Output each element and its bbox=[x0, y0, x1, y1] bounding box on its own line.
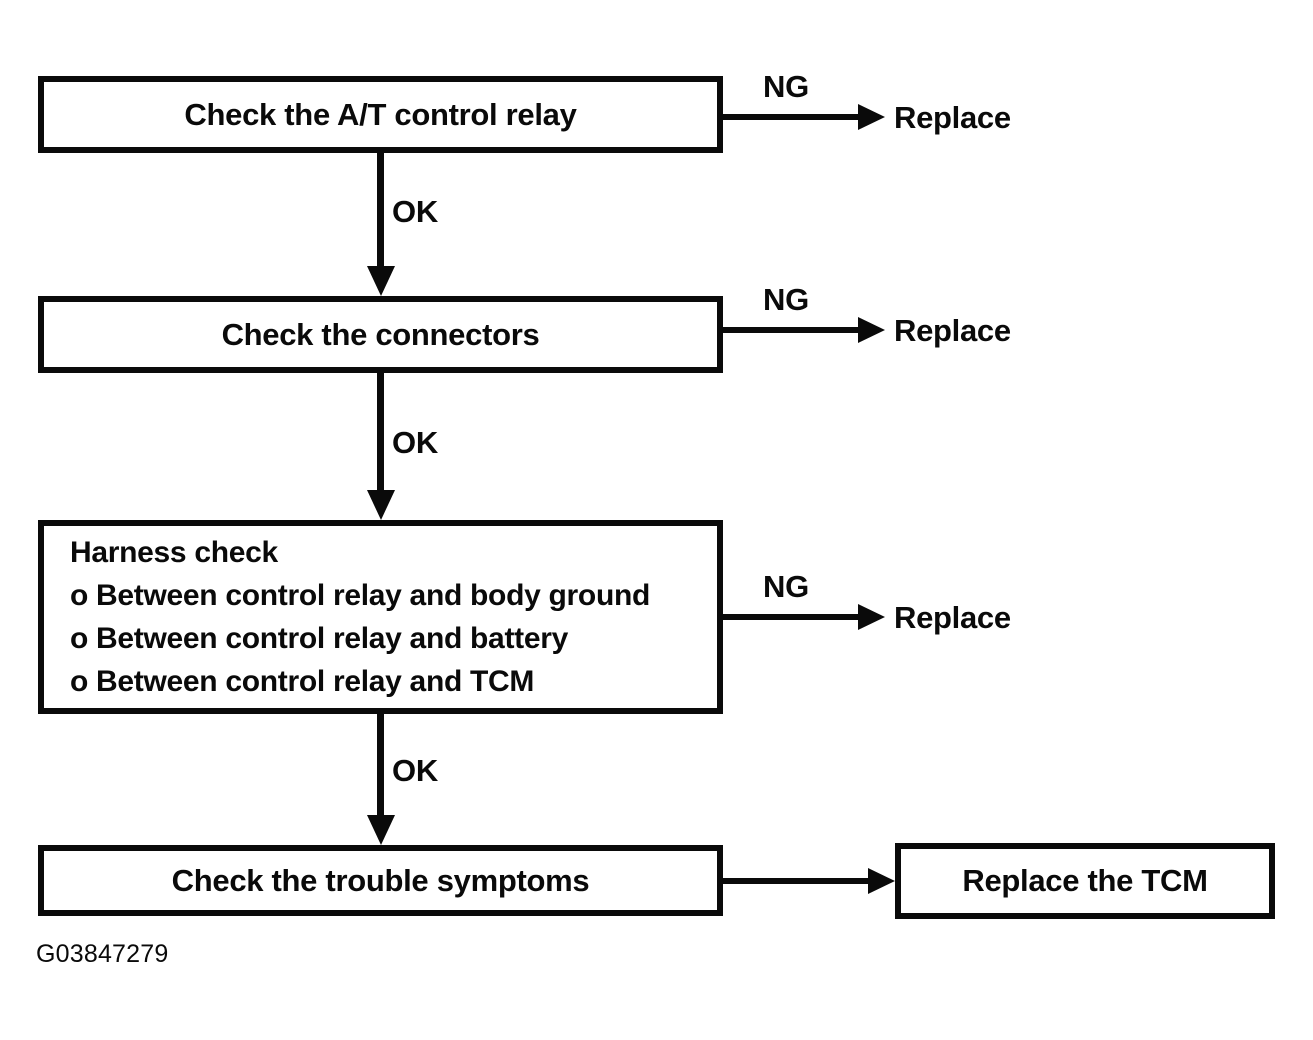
ok-label-1: OK bbox=[392, 194, 438, 229]
figure-code: G03847279 bbox=[36, 940, 169, 968]
right-arrowhead-icon bbox=[858, 104, 885, 130]
ng-arrow-shaft-2 bbox=[723, 327, 859, 333]
flow-box-label: Check the A/T control relay bbox=[184, 96, 577, 132]
harness-check-item: o Between control relay and TCM bbox=[70, 665, 535, 698]
ng-label-3: NG bbox=[763, 569, 809, 604]
replace-result-label-2: Replace bbox=[894, 313, 1011, 348]
ok-arrow-shaft-2 bbox=[377, 371, 384, 492]
right-arrowhead-icon bbox=[868, 868, 895, 894]
ng-arrow-shaft-1 bbox=[723, 114, 859, 120]
flow-box-label: Check the trouble symptoms bbox=[171, 862, 590, 898]
replace-result-label-1: Replace bbox=[894, 100, 1011, 135]
right-arrowhead-icon bbox=[858, 604, 885, 630]
ok-arrow-shaft-3 bbox=[377, 712, 384, 817]
flow-box-replace-tcm: Replace the TCM bbox=[895, 843, 1275, 919]
down-arrowhead-icon bbox=[367, 490, 395, 520]
result-arrow-shaft-4 bbox=[723, 878, 869, 884]
harness-check-item: o Between control relay and body ground bbox=[70, 579, 651, 612]
flow-box-label: Replace the TCM bbox=[962, 863, 1208, 898]
harness-check-item: o Between control relay and battery bbox=[70, 622, 568, 655]
replace-result-label-3: Replace bbox=[894, 600, 1011, 635]
ng-arrow-shaft-3 bbox=[723, 614, 859, 620]
flow-box-label: Check the connectors bbox=[221, 316, 540, 352]
ng-label-1: NG bbox=[763, 69, 809, 104]
ok-arrow-shaft-1 bbox=[377, 151, 384, 270]
flow-box-harness-check: Harness check o Between control relay an… bbox=[38, 520, 723, 714]
right-arrowhead-icon bbox=[858, 317, 885, 343]
flow-box-check-connectors: Check the connectors bbox=[38, 296, 723, 373]
flow-box-check-at-control-relay: Check the A/T control relay bbox=[38, 76, 723, 153]
ng-label-2: NG bbox=[763, 282, 809, 317]
harness-check-title: Harness check bbox=[70, 536, 278, 569]
down-arrowhead-icon bbox=[367, 815, 395, 845]
down-arrowhead-icon bbox=[367, 266, 395, 296]
ok-label-3: OK bbox=[392, 753, 438, 788]
ok-label-2: OK bbox=[392, 425, 438, 460]
flow-box-check-trouble-symptoms: Check the trouble symptoms bbox=[38, 845, 723, 916]
